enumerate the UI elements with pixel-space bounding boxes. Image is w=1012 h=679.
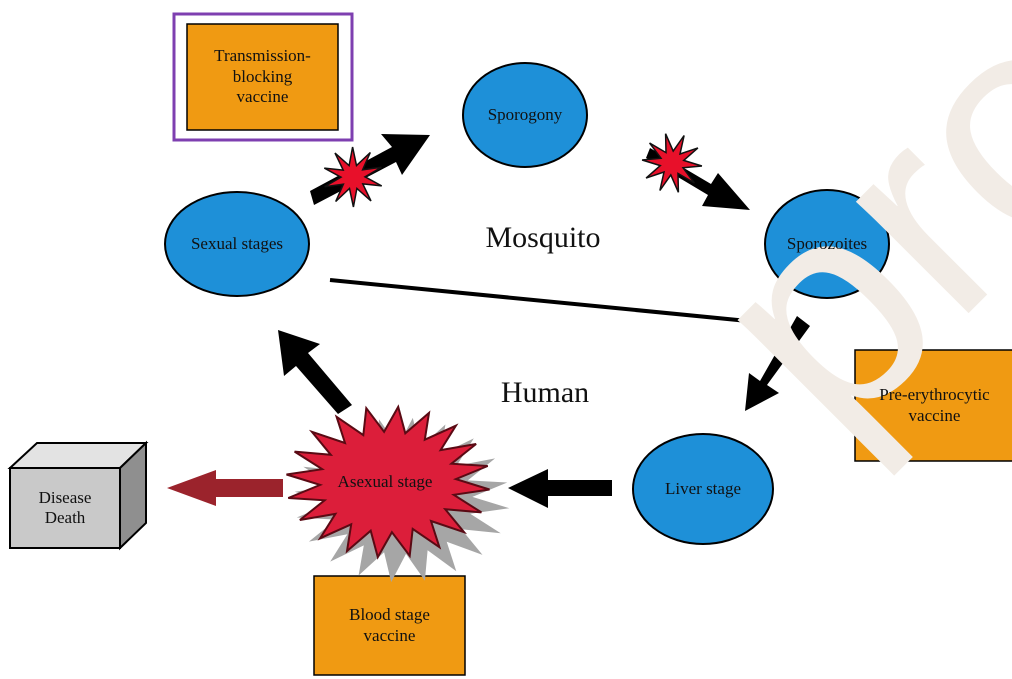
pre-erythrocytic-vaccine-box bbox=[854, 349, 1012, 462]
sporozoites-label: Sporozoites bbox=[786, 233, 868, 253]
liver-stage-label: Liver stage bbox=[665, 478, 741, 498]
disease-death-cube bbox=[7, 440, 149, 551]
phase-divider-line bbox=[329, 278, 759, 324]
sexual-stages-label: Sexual stages bbox=[190, 233, 284, 253]
transmission-blocking-vaccine-box bbox=[186, 23, 339, 131]
block-starburst-1 bbox=[323, 146, 383, 208]
liver-stage-node bbox=[632, 433, 774, 545]
sporozoites-node bbox=[764, 189, 890, 299]
sporogony-label: Sporogony bbox=[487, 104, 563, 124]
human-label: Human bbox=[500, 376, 590, 409]
asexual-stage-starburst bbox=[286, 404, 510, 583]
block-starburst-2 bbox=[641, 133, 703, 193]
sexual-stages-node bbox=[164, 191, 310, 297]
arrow-to-disease-death bbox=[167, 470, 283, 506]
blood-stage-vaccine-label: Blood stage vaccine bbox=[349, 605, 430, 645]
mosquito-label: Mosquito bbox=[485, 221, 601, 254]
arrow-liver-to-asexual bbox=[508, 469, 612, 508]
asexual-stage-label: Asexual stage bbox=[337, 471, 433, 491]
arrow-sporozoites-to-liver bbox=[745, 316, 810, 411]
disease-death-label: Disease Death bbox=[38, 487, 92, 527]
sporogony-node bbox=[462, 62, 588, 168]
pre-erythrocytic-vaccine-label: Pre-erythrocytic vaccine bbox=[879, 385, 990, 425]
arrow-asexual-to-sexual bbox=[278, 330, 352, 414]
blood-stage-vaccine-box bbox=[313, 575, 466, 676]
transmission-blocking-vaccine-label: Transmission- blocking vaccine bbox=[214, 46, 311, 107]
